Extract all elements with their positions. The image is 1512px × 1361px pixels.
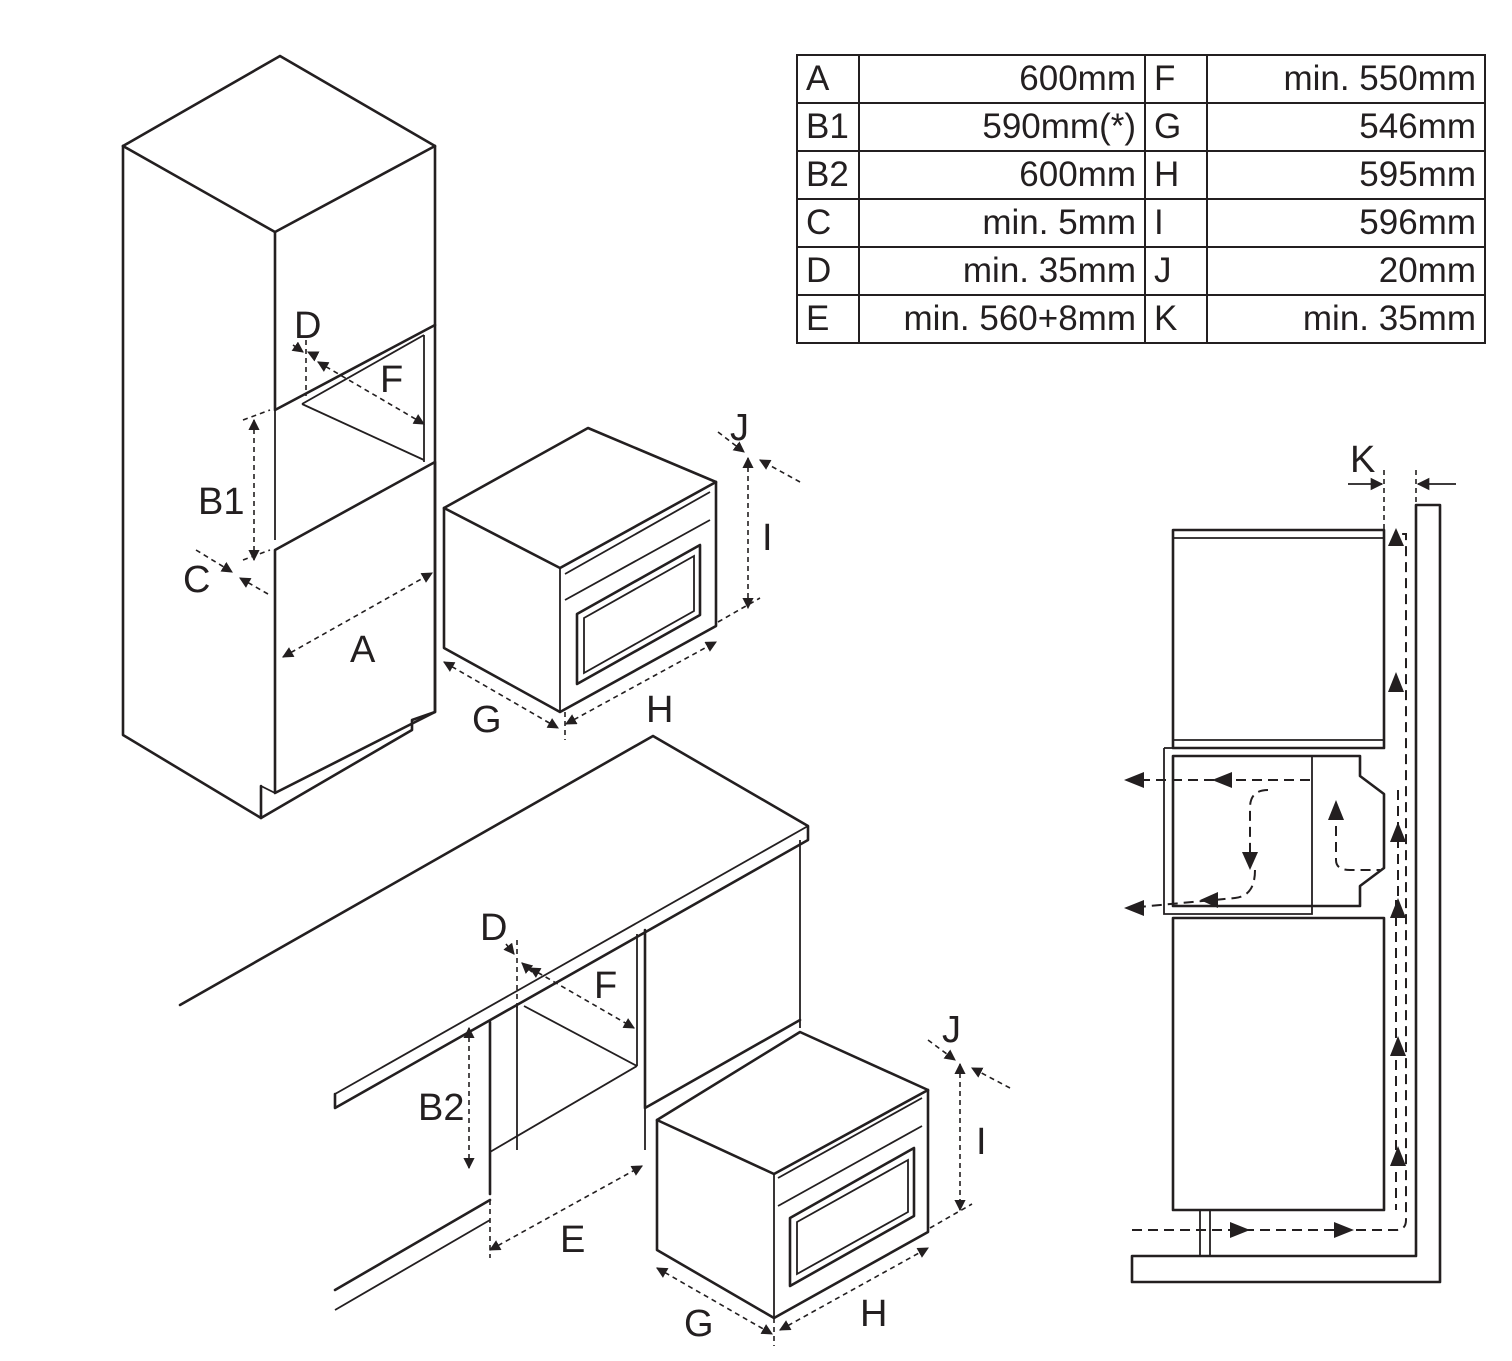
oven-top (442, 426, 718, 714)
tall-cabinet (121, 54, 437, 820)
label-K: K (1350, 439, 1375, 481)
dim-value: min. 5mm (858, 198, 1146, 248)
dim-key: J (1144, 246, 1208, 296)
dim-key: K (1144, 294, 1208, 344)
dim-key: G (1144, 102, 1208, 152)
dim-key: I (1144, 198, 1208, 248)
dim-value: 600mm (858, 54, 1146, 104)
dim-value: min. 550mm (1206, 54, 1486, 104)
dim-value: 595mm (1206, 150, 1486, 200)
tall-cabinet-dimensions (195, 340, 433, 658)
dim-key: B1 (796, 102, 860, 152)
dim-value: min. 35mm (1206, 294, 1486, 344)
dim-value: min. 560+8mm (858, 294, 1146, 344)
section-dimensions (1348, 470, 1456, 530)
label-I-top: I (762, 517, 773, 559)
label-F-bottom: F (594, 965, 617, 1007)
label-J-top: J (730, 407, 749, 449)
label-F-top: F (380, 359, 403, 401)
airflow-arrows (1124, 528, 1407, 1238)
dim-key: D (796, 246, 860, 296)
oven-bottom-dimensions (656, 1039, 1011, 1346)
dim-value: min. 35mm (858, 246, 1146, 296)
label-B2: B2 (418, 1087, 464, 1129)
label-D-top: D (294, 305, 321, 347)
counter-cabinet-dimensions (463, 940, 643, 1258)
label-A: A (350, 629, 376, 671)
label-B1: B1 (198, 481, 244, 523)
dim-key: C (796, 198, 860, 248)
label-C: C (183, 559, 210, 601)
label-G-top: G (472, 699, 502, 741)
counter-cabinet (178, 734, 810, 1311)
dim-value: 596mm (1206, 198, 1486, 248)
oven-top-dimensions (443, 431, 801, 740)
label-H-top: H (646, 689, 673, 731)
label-J-bottom: J (942, 1009, 961, 1051)
dim-key: H (1144, 150, 1208, 200)
dim-value: 546mm (1206, 102, 1486, 152)
dim-key: B2 (796, 150, 860, 200)
section-view (1130, 503, 1442, 1284)
dim-value: 20mm (1206, 246, 1486, 296)
label-E: E (560, 1219, 585, 1261)
label-H-bottom: H (860, 1293, 887, 1335)
oven-bottom (655, 1030, 930, 1320)
dim-key: E (796, 294, 860, 344)
label-D-bottom: D (480, 907, 507, 949)
label-G-bottom: G (684, 1303, 714, 1345)
dim-value: 590mm(*) (858, 102, 1146, 152)
dim-key: A (796, 54, 860, 104)
dim-value: 600mm (858, 150, 1146, 200)
label-I-bottom: I (976, 1121, 987, 1163)
dim-key: F (1144, 54, 1208, 104)
